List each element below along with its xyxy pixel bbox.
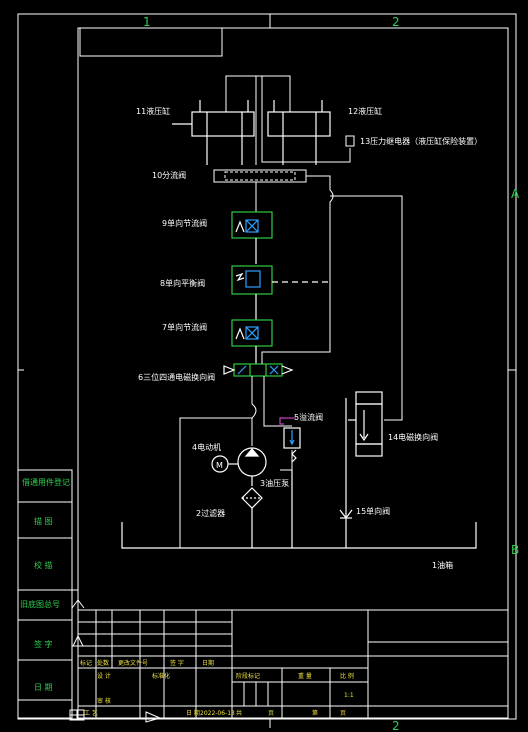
balance-valve-8 [231,265,330,320]
tb-scale-value: 1:1 [344,692,354,699]
side-registry [17,469,78,719]
tb-review: 审 核 [97,697,111,705]
label-filter-2: 2过滤器 [196,508,225,518]
label-throttle-valve-7: 7单向节流阀 [162,322,207,332]
sheet-frame [17,13,517,728]
throttle-valve-9 [231,211,273,264]
tb-process: 工 艺 [84,709,98,717]
filter-2 [241,487,263,548]
flow-divider-valve-10 [213,169,307,212]
tb-total-page: 页 [268,710,274,717]
zone-label-top-1: 1 [143,15,151,29]
label-tank-1: 1油箱 [432,560,453,570]
tb-design: 设 计 [97,672,111,680]
relief-valve-5 [279,417,301,463]
tb-date: 日期 [202,659,214,667]
projection-symbol [69,599,180,723]
label-check-valve-15: 15单向阀 [356,506,390,516]
label-relief-valve-5: 5溢流阀 [294,412,323,422]
label-cylinder-12: 12液压缸 [348,106,382,116]
tb-sheet-page: 页 [340,710,346,717]
label-throttle-valve-9: 9单向节流阀 [162,218,207,228]
label-solenoid-valve-14: 14电磁换向阀 [388,432,438,442]
tb-signature: 签 字 [170,659,184,667]
check-valve-15 [339,509,353,519]
label-cylinder-11: 11液压缸 [136,106,170,116]
label-motor-4: 4电动机 [192,442,221,452]
tb-sheet: 第 [312,709,318,717]
zone-label-top-2: 2 [392,15,400,29]
pump-3 [228,447,267,486]
cylinder-11 [172,100,255,165]
tb-count: 处数 [97,659,109,667]
solenoid-valve-14 [345,391,383,548]
label-pump-3: 3油压泵 [260,478,289,488]
label-balance-valve-8: 8单向平衡阀 [160,278,205,288]
side-label-old-drawing: 旧底图总号 [20,599,60,609]
top-piping [225,75,355,165]
side-label-trace: 描 图 [34,516,53,526]
side-label-check: 校 描 [34,560,53,570]
label-solenoid-valve-6: 6三位四通电磁换向阀 [138,372,215,382]
tb-standard: 标准化 [152,672,170,680]
motor-symbol: M [216,461,223,470]
label-pressure-relay-13: 13压力继电器（液压缸保险装置） [360,136,482,146]
tb-date-label: 日 期 [186,709,200,717]
tb-scale-label: 比 例 [340,672,354,680]
tb-weight: 重 量 [298,672,312,680]
side-label-borrow: 借通用件登记 [22,477,70,487]
tank-1 [121,470,477,549]
pump-piping [179,376,293,548]
tb-date-value: 2022-06-13 [200,710,235,717]
solenoid-valve-6 [223,363,294,377]
title-block-grid [77,609,509,719]
throttle-valve-7 [231,319,273,364]
zone-label-bottom-2: 2 [392,719,400,732]
label-flow-divider-10: 10分流阀 [152,170,186,180]
return-piping-right [261,175,403,421]
motor-4 [211,455,229,473]
tb-total: 共 [236,709,242,717]
tb-mark: 标记 [80,659,92,667]
cylinder-12 [267,100,331,165]
zone-label-right-b: B [511,543,519,557]
tb-stage-mark: 阶段标记 [236,672,260,680]
zone-label-right-a: A [511,187,520,201]
tb-change-doc: 更改文件号 [118,659,148,667]
side-label-sign: 签 字 [34,639,53,649]
side-label-date: 日 期 [34,683,53,692]
